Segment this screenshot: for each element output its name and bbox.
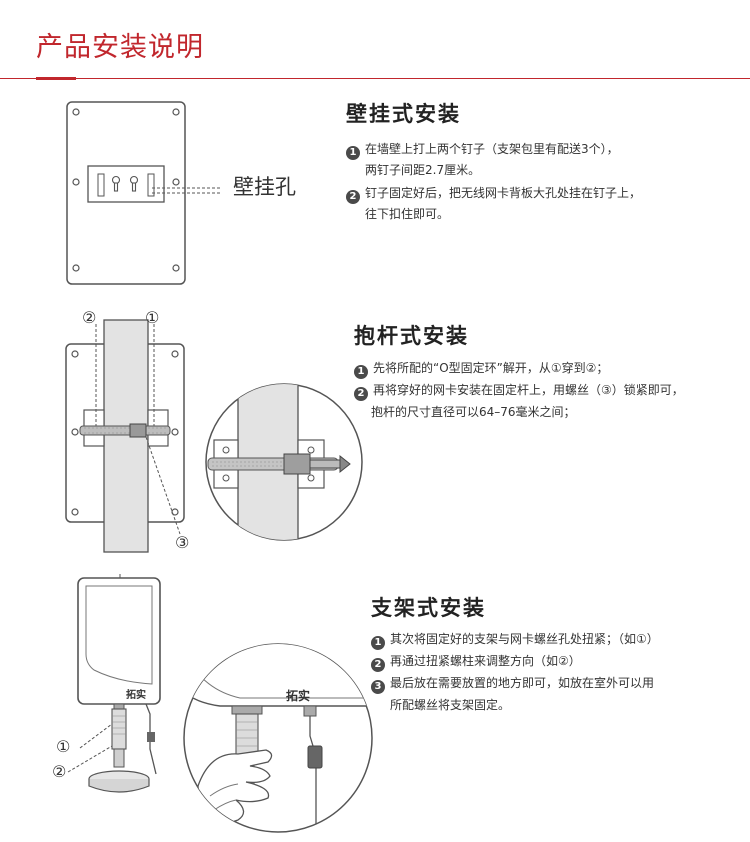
pole-marker-3: ③	[175, 533, 190, 552]
step-number-badge: 2	[371, 658, 385, 672]
page-title: 产品安装说明	[36, 32, 204, 63]
wall-step-2: 2 钉子固定好后，把无线网卡背板大孔处挂在钉子上，	[346, 186, 641, 204]
pole-mount-figure	[65, 319, 185, 553]
step-number-badge: 3	[371, 680, 385, 694]
pole-step-2: 2 再将穿好的网卡安装在固定杆上，用螺丝（③）锁紧即可，	[354, 383, 684, 401]
step-number-badge: 2	[346, 190, 360, 204]
title-accent	[36, 77, 76, 80]
wall-bracket	[87, 165, 165, 203]
hose-clamp	[79, 425, 171, 436]
step-text: 最后放在需要放置的地方即可，如放在室外可以用	[390, 676, 655, 690]
pole-heading: 抱杆式安装	[354, 324, 469, 348]
wall-step-1: 1 在墙壁上打上两个钉子（支架包里有配送3个），	[346, 142, 619, 160]
step-text: 其次将固定好的支架与网卡螺丝孔处扭紧；（如①）	[390, 632, 659, 646]
stand-marker-2: ②	[52, 762, 67, 781]
step-number-badge: 1	[371, 636, 385, 650]
wall-heading: 壁挂式安装	[346, 102, 461, 126]
pole-step-1: 1 先将所配的“O型固定环”解开，从①穿到②；	[354, 361, 608, 379]
stand-step-1: 1 其次将固定好的支架与网卡螺丝孔处扭紧；（如①）	[371, 632, 659, 650]
step-text: 再通过扭紧螺柱来调整方向（如②）	[390, 654, 581, 668]
stand-step-3-cont: 所配螺丝将支架固定。	[390, 698, 511, 712]
stand-connector-zoom	[183, 643, 373, 833]
stand-step-2: 2 再通过扭紧螺柱来调整方向（如②）	[371, 654, 581, 672]
step-text: 先将所配的“O型固定环”解开，从①穿到②；	[373, 361, 609, 375]
wall-step-2-cont: 往下扣住即可。	[365, 207, 450, 221]
stand-brand-logo: 拓实	[126, 690, 146, 701]
pole-marker-1: ①	[145, 308, 160, 327]
step-text: 在墙壁上打上两个钉子（支架包里有配送3个），	[365, 142, 619, 156]
step-number-badge: 2	[354, 387, 368, 401]
stand-marker-1: ①	[56, 737, 71, 756]
hole-callout: 壁挂孔	[233, 175, 296, 199]
panel-screws	[72, 108, 180, 272]
step-number-badge: 1	[354, 365, 368, 379]
pole-clamp-zoom	[205, 383, 363, 541]
title-rule	[0, 78, 750, 79]
pole-step-2-cont: 抱杆的尺寸直径可以64–76毫米之间；	[371, 405, 576, 419]
stand-step-3: 3 最后放在需要放置的地方即可，如放在室外可以用	[371, 676, 654, 694]
keyhole-slots	[111, 175, 139, 192]
step-text: 再将穿好的网卡安装在固定杆上，用螺丝（③）锁紧即可，	[373, 383, 684, 397]
zoom-thumbscrew	[235, 713, 259, 757]
stand-mount-figure	[67, 574, 161, 793]
wall-mount-figure	[66, 101, 220, 285]
stand-heading: 支架式安装	[371, 596, 486, 620]
zoom-brand-logo: 拓实	[286, 689, 311, 703]
pole-marker-2: ②	[82, 308, 97, 327]
step-number-badge: 1	[346, 146, 360, 160]
wall-step-1-cont: 两钉子间距2.7厘米。	[365, 163, 481, 177]
step-text: 钉子固定好后，把无线网卡背板大孔处挂在钉子上，	[365, 186, 642, 200]
stand-connector	[111, 708, 127, 750]
